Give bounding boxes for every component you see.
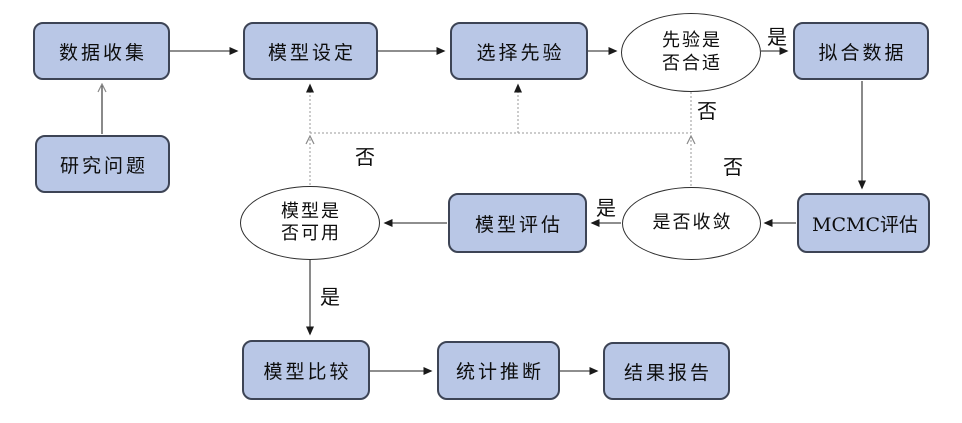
edge-label-prior-yes: 是 (767, 25, 787, 49)
node-prior-check: 先验是 否合适 (621, 13, 761, 92)
node-model-usable: 模型是 否可用 (240, 186, 380, 260)
node-statistical-inference-label: 统计推断 (455, 361, 544, 383)
node-mcmc-evaluation: MCMC评估 (797, 193, 930, 253)
edge-label-usable-yes: 是 (320, 285, 340, 309)
node-fit-data: 拟合数据 (793, 22, 929, 80)
node-model-setting: 模型设定 (243, 22, 378, 80)
node-prior-check-line2: 否合适 (662, 52, 722, 74)
edge-label-usable-no: 否 (355, 145, 375, 169)
node-model-setting-label: 模型设定 (267, 41, 356, 64)
node-data-collection-label: 数据收集 (58, 41, 147, 64)
node-model-comparison-label: 模型比较 (263, 360, 352, 383)
node-result-report-label: 结果报告 (623, 361, 712, 384)
node-model-evaluation: 模型评估 (448, 193, 587, 253)
node-model-evaluation-label: 模型评估 (474, 213, 563, 236)
node-result-report: 结果报告 (603, 342, 730, 400)
node-research-question-label: 研究问题 (59, 154, 148, 177)
node-convergence-check-label: 是否收敛 (652, 212, 733, 234)
node-model-usable-line1: 模型是 (281, 200, 341, 222)
node-mcmc-evaluation-label: MCMC评估 (812, 213, 918, 236)
edge-label-prior-no: 否 (697, 99, 717, 123)
edge-label-converge-no: 否 (723, 155, 743, 179)
node-data-collection: 数据收集 (33, 22, 170, 80)
node-fit-data-label: 拟合数据 (818, 41, 907, 64)
node-prior-selection: 选择先验 (450, 22, 588, 80)
edge-label-converge-yes: 是 (596, 196, 616, 220)
node-statistical-inference: 统计推断 (437, 341, 560, 400)
node-convergence-check: 是否收敛 (622, 187, 761, 260)
node-model-usable-line2: 否可用 (281, 223, 341, 244)
node-prior-selection-label: 选择先验 (476, 41, 565, 64)
node-model-comparison: 模型比较 (242, 340, 370, 400)
node-prior-check-line1: 先验是 (662, 30, 722, 51)
node-research-question: 研究问题 (35, 135, 170, 193)
